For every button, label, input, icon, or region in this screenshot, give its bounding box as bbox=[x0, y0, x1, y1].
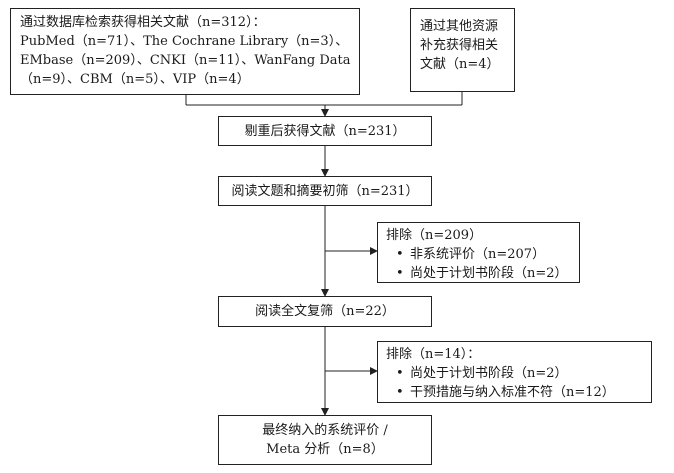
source-line-2: PubMed（n=71）、The Cochrane Library（n=3）、 bbox=[20, 34, 349, 49]
exclusion-2-title: 排除（n=14）： bbox=[386, 347, 481, 362]
fulltext-label: 阅读全文复筛（n=22） bbox=[255, 304, 395, 319]
final-line-1: 最终纳入的系统评价 / bbox=[262, 423, 388, 438]
database-search-box: 通过数据库检索获得相关文献（n=312）： PubMed（n=71）、The C… bbox=[10, 8, 360, 95]
final-line-2: Meta 分析（n=8） bbox=[266, 442, 384, 457]
exclusion-box-2: 排除（n=14）： 尚处于计划书阶段（n=2） 干预措施与纳入标准不符（n=12… bbox=[377, 341, 652, 403]
exclusion-1-item-1: 非系统评价（n=207） bbox=[386, 245, 579, 264]
other-sources-box: 通过其他资源 补充获得相关 文献（n=4） bbox=[410, 8, 515, 92]
source-line-4: （n=9）、CBM（n=5）、VIP（n=4） bbox=[20, 72, 250, 87]
exclusion-2-item-2: 干预措施与纳入标准不符（n=12） bbox=[386, 383, 651, 402]
other-line-2: 补充获得相关 bbox=[420, 38, 499, 53]
title-abstract-screen-box: 阅读文题和摘要初筛（n=231） bbox=[218, 176, 432, 206]
source-line-3: EMbase（n=209）、CNKI（n=11）、WanFang Data bbox=[20, 53, 351, 68]
exclusion-box-1: 排除（n=209） 非系统评价（n=207） 尚处于计划书阶段（n=2） bbox=[377, 222, 580, 283]
final-included-box: 最终纳入的系统评价 / Meta 分析（n=8） bbox=[218, 415, 432, 465]
exclusion-2-item-1: 尚处于计划书阶段（n=2） bbox=[386, 364, 651, 383]
screen-label: 阅读文题和摘要初筛（n=231） bbox=[231, 183, 419, 199]
dedup-box: 剔重后获得文献（n=231） bbox=[218, 116, 432, 146]
other-line-1: 通过其他资源 bbox=[420, 19, 499, 34]
dedup-label: 剔重后获得文献（n=231） bbox=[244, 123, 406, 139]
source-line-1: 通过数据库检索获得相关文献（n=312）： bbox=[20, 15, 266, 30]
exclusion-1-title: 排除（n=209） bbox=[386, 228, 483, 243]
exclusion-1-item-2: 尚处于计划书阶段（n=2） bbox=[386, 264, 579, 283]
fulltext-screen-box: 阅读全文复筛（n=22） bbox=[218, 296, 432, 327]
other-line-3: 文献（n=4） bbox=[420, 57, 500, 72]
